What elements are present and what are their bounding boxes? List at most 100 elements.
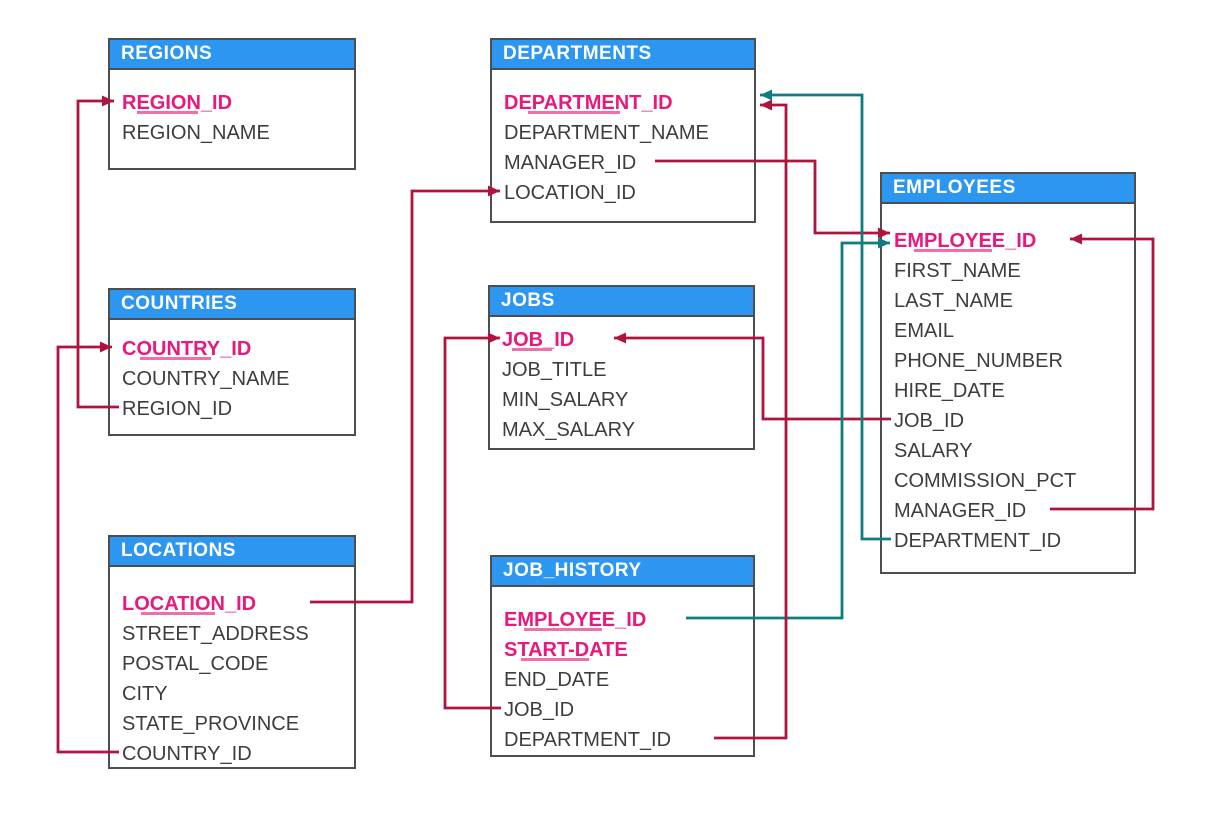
table-name: DEPARTMENTS bbox=[503, 43, 652, 64]
table-body: COUNTRY_ID COUNTRY_NAME REGION_ID bbox=[110, 320, 354, 424]
field-name: STATE_PROVINCE bbox=[122, 713, 300, 735]
field-employees-manager_id: MANAGER_ID bbox=[882, 496, 1134, 526]
field-name: JOB_ID bbox=[504, 699, 575, 721]
table-header: DEPARTMENTS bbox=[492, 40, 754, 70]
field-employees-first_name: FIRST_NAME bbox=[882, 256, 1134, 286]
field-name: LOCATION_ID bbox=[122, 589, 256, 619]
field-name: LAST_NAME bbox=[894, 290, 1013, 312]
field-employees-phone_number: PHONE_NUMBER bbox=[882, 346, 1134, 376]
field-name: EMPLOYEE_ID bbox=[894, 226, 1036, 256]
field-job_history-end_date: END_DATE bbox=[492, 665, 753, 695]
field-locations-postal_code: POSTAL_CODE bbox=[110, 649, 354, 679]
table-countries: COUNTRIES COUNTRY_ID COUNTRY_NAME REGION… bbox=[108, 288, 356, 436]
field-name: DEPARTMENT_ID bbox=[504, 88, 673, 118]
field-jobs-max_salary: MAX_SALARY bbox=[490, 415, 753, 445]
table-body: JOB_ID JOB_TITLE MIN_SALARY MAX_SALARY bbox=[490, 317, 753, 445]
field-locations-state_province: STATE_PROVINCE bbox=[110, 709, 354, 739]
field-jobs-job_title: JOB_TITLE bbox=[490, 355, 753, 385]
field-name: MANAGER_ID bbox=[504, 152, 637, 174]
field-jobs-min_salary: MIN_SALARY bbox=[490, 385, 753, 415]
field-name: COUNTRY_ID bbox=[122, 334, 251, 364]
field-locations-location_id: LOCATION_ID bbox=[110, 589, 354, 619]
field-departments-department_name: DEPARTMENT_NAME bbox=[492, 118, 754, 148]
field-name: LOCATION_ID bbox=[504, 182, 636, 204]
field-name: STREET_ADDRESS bbox=[122, 623, 309, 645]
field-name: JOB_ID bbox=[894, 410, 965, 432]
field-name: MANAGER_ID bbox=[894, 500, 1027, 522]
table-name: EMPLOYEES bbox=[893, 177, 1016, 198]
field-name: COUNTRY_ID bbox=[122, 743, 252, 765]
table-header: JOBS bbox=[490, 287, 753, 317]
field-employees-last_name: LAST_NAME bbox=[882, 286, 1134, 316]
field-name: SALARY bbox=[894, 440, 973, 462]
relationship-arrowhead bbox=[760, 99, 772, 111]
table-locations: LOCATIONS LOCATION_ID STREET_ADDRESS POS… bbox=[108, 535, 356, 769]
field-name: EMPLOYEE_ID bbox=[504, 605, 646, 635]
field-employees-hire_date: HIRE_DATE bbox=[882, 376, 1134, 406]
field-name: FIRST_NAME bbox=[894, 260, 1021, 282]
field-name: END_DATE bbox=[504, 669, 610, 691]
table-header: LOCATIONS bbox=[110, 537, 354, 567]
field-departments-manager_id: MANAGER_ID bbox=[492, 148, 754, 178]
field-departments-location_id: LOCATION_ID bbox=[492, 178, 754, 208]
field-regions-region_name: REGION_NAME bbox=[110, 118, 354, 148]
table-name: LOCATIONS bbox=[121, 540, 236, 561]
table-body: REGION_ID REGION_NAME bbox=[110, 70, 354, 148]
table-body: EMPLOYEE_ID FIRST_NAME LAST_NAME EMAIL P… bbox=[882, 204, 1134, 556]
table-header: EMPLOYEES bbox=[882, 174, 1134, 204]
field-name: START-DATE bbox=[504, 635, 628, 665]
field-name: MIN_SALARY bbox=[502, 389, 629, 411]
field-name: JOB_ID bbox=[502, 325, 574, 355]
field-name: REGION_ID bbox=[122, 88, 232, 118]
table-name: JOB_HISTORY bbox=[503, 560, 642, 581]
field-name: CITY bbox=[122, 683, 168, 705]
table-employees: EMPLOYEES EMPLOYEE_ID FIRST_NAME LAST_NA… bbox=[880, 172, 1136, 574]
field-job_history-department_id: DEPARTMENT_ID bbox=[492, 725, 753, 755]
table-name: REGIONS bbox=[121, 43, 213, 64]
field-name: REGION_ID bbox=[122, 398, 233, 420]
field-jobs-job_id: JOB_ID bbox=[490, 325, 753, 355]
table-body: EMPLOYEE_ID START-DATE END_DATE JOB_ID D… bbox=[492, 587, 753, 755]
field-job_history-employee_id: EMPLOYEE_ID bbox=[492, 605, 753, 635]
table-body: DEPARTMENT_ID DEPARTMENT_NAME MANAGER_ID… bbox=[492, 70, 754, 208]
table-regions: REGIONS REGION_ID REGION_NAME bbox=[108, 38, 356, 170]
field-locations-country_id: COUNTRY_ID bbox=[110, 739, 354, 769]
field-name: POSTAL_CODE bbox=[122, 653, 269, 675]
table-job_history: JOB_HISTORY EMPLOYEE_ID START-DATE END_D… bbox=[490, 555, 755, 757]
relationship-line-employees.department_id-to-departments.department_id bbox=[760, 93, 891, 541]
field-name: PHONE_NUMBER bbox=[894, 350, 1063, 372]
table-jobs: JOBS JOB_ID JOB_TITLE MIN_SALARY MAX_SAL… bbox=[488, 285, 755, 450]
field-countries-country_name: COUNTRY_NAME bbox=[110, 364, 354, 394]
field-name: DEPARTMENT_NAME bbox=[504, 122, 709, 144]
field-name: REGION_NAME bbox=[122, 122, 270, 144]
table-header: COUNTRIES bbox=[110, 290, 354, 320]
field-employees-job_id: JOB_ID bbox=[882, 406, 1134, 436]
field-name: EMAIL bbox=[894, 320, 955, 342]
field-departments-department_id: DEPARTMENT_ID bbox=[492, 88, 754, 118]
table-name: JOBS bbox=[501, 290, 555, 311]
table-header: REGIONS bbox=[110, 40, 354, 70]
field-name: DEPARTMENT_ID bbox=[894, 530, 1062, 552]
table-header: JOB_HISTORY bbox=[492, 557, 753, 587]
field-employees-employee_id: EMPLOYEE_ID bbox=[882, 226, 1134, 256]
table-body: LOCATION_ID STREET_ADDRESS POSTAL_CODE C… bbox=[110, 567, 354, 769]
table-name: COUNTRIES bbox=[121, 293, 238, 314]
field-job_history-job_id: JOB_ID bbox=[492, 695, 753, 725]
field-name: MAX_SALARY bbox=[502, 419, 636, 441]
field-name: COMMISSION_PCT bbox=[894, 470, 1077, 492]
field-name: DEPARTMENT_ID bbox=[504, 729, 672, 751]
field-name: COUNTRY_NAME bbox=[122, 368, 290, 390]
field-job_history-start-date: START-DATE bbox=[492, 635, 753, 665]
field-locations-street_address: STREET_ADDRESS bbox=[110, 619, 354, 649]
field-employees-commission_pct: COMMISSION_PCT bbox=[882, 466, 1134, 496]
field-employees-department_id: DEPARTMENT_ID bbox=[882, 526, 1134, 556]
field-regions-region_id: REGION_ID bbox=[110, 88, 354, 118]
field-name: JOB_TITLE bbox=[502, 359, 607, 381]
field-countries-country_id: COUNTRY_ID bbox=[110, 334, 354, 364]
table-departments: DEPARTMENTS DEPARTMENT_ID DEPARTMENT_NAM… bbox=[490, 38, 756, 223]
field-employees-email: EMAIL bbox=[882, 316, 1134, 346]
field-name: HIRE_DATE bbox=[894, 380, 1005, 402]
relationship-arrowhead bbox=[760, 89, 772, 101]
field-locations-city: CITY bbox=[110, 679, 354, 709]
